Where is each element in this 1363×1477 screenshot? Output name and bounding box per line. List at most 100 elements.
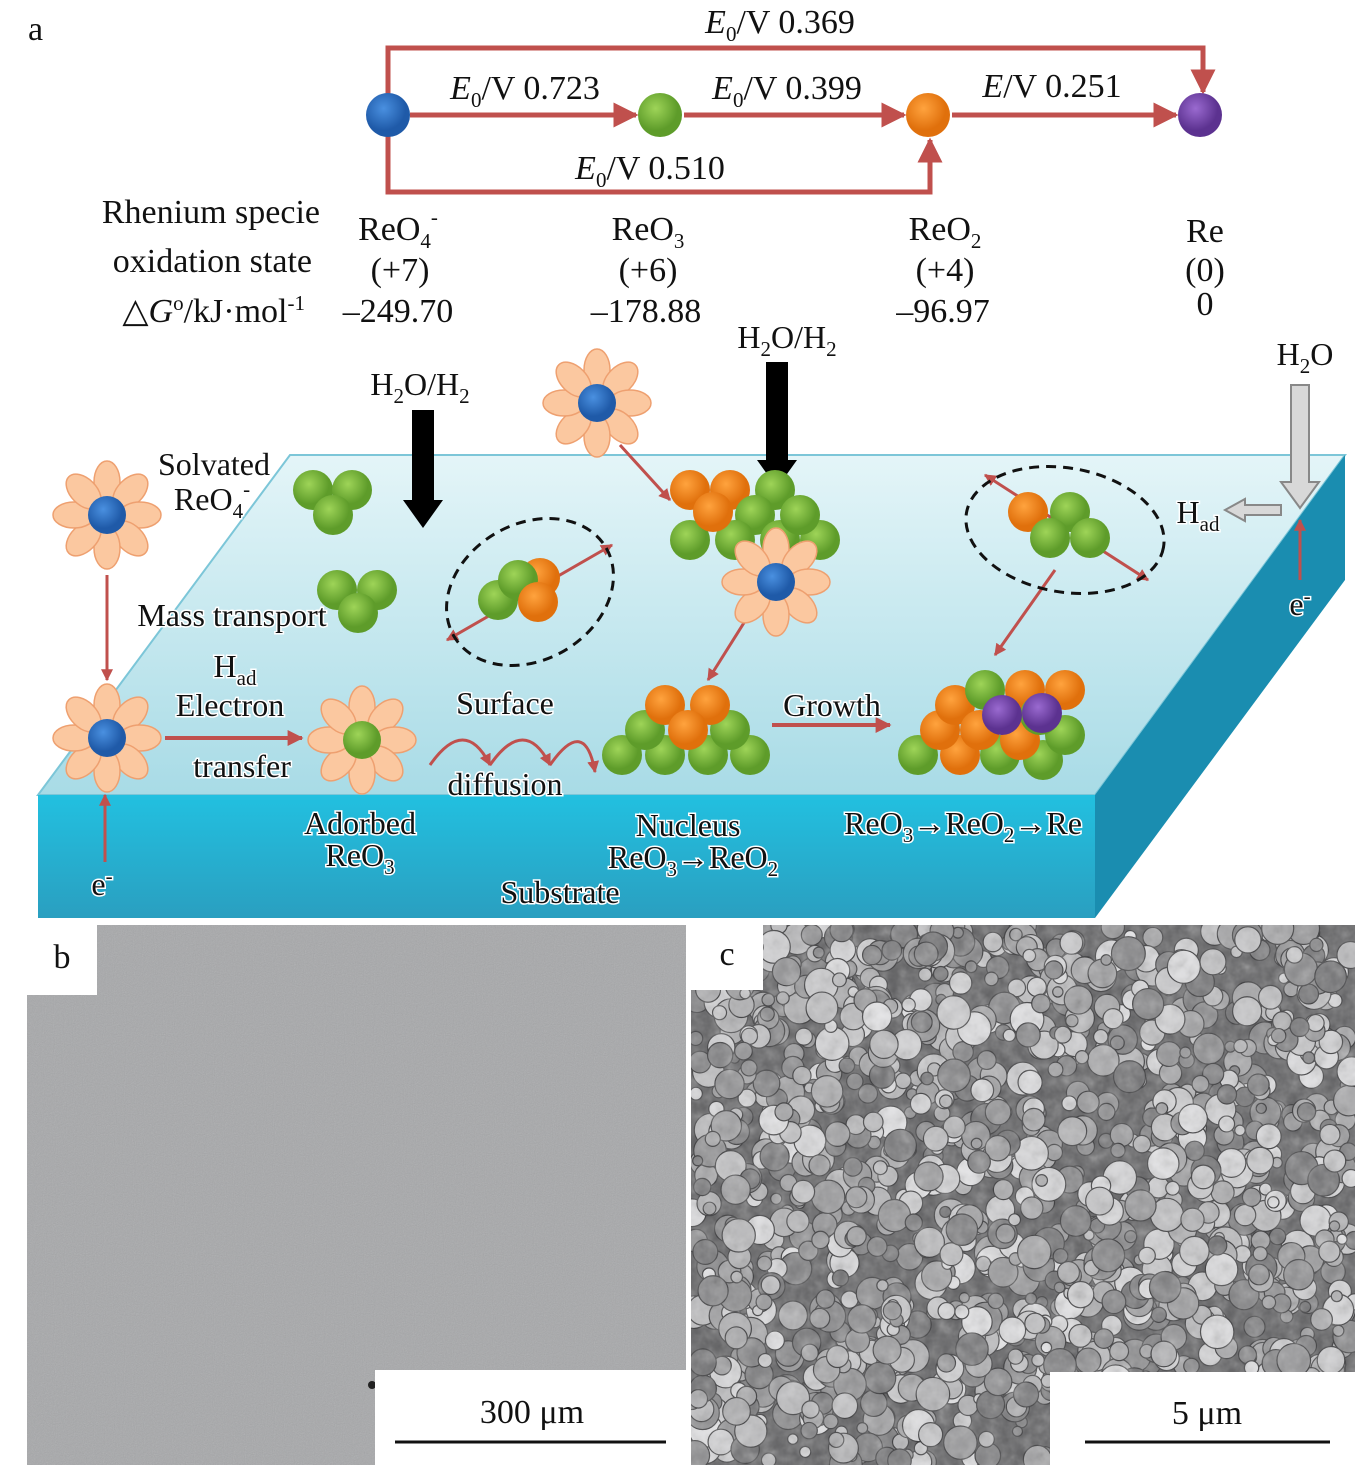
species-name: ReO2 <box>909 211 982 253</box>
scale-bar-box-c <box>1050 1372 1355 1465</box>
label-diffusion: diffusion <box>448 766 563 802</box>
label-h-ad-left: Had <box>214 648 257 690</box>
panel-label-b: b <box>54 939 71 976</box>
dust-speck <box>368 1381 376 1389</box>
label-solvated-species: ReO4- <box>174 477 250 523</box>
reo2-particle <box>935 685 975 725</box>
re-particle <box>1022 693 1062 733</box>
species-name: ReO3 <box>612 211 685 253</box>
re-node <box>1178 93 1222 137</box>
substrate-front-face <box>38 795 1095 918</box>
label-electron-left: e- <box>91 864 112 902</box>
reo3-particle <box>338 593 378 633</box>
pathway-arrows <box>385 45 1216 195</box>
re-particle <box>982 695 1022 735</box>
reo4-particle <box>578 384 616 422</box>
label-nucleus-reaction: ReO3→ReO2 <box>608 839 778 881</box>
panel-label-c: c <box>719 936 734 973</box>
label-h2o-h2-left: H2O/H2 <box>370 366 469 408</box>
panel-label-a: a <box>28 11 43 48</box>
potential-step1: E0/V 0.723 <box>449 70 600 112</box>
reo4-particle <box>757 563 795 601</box>
reo3-particle <box>1030 518 1070 558</box>
label-solvated: Solvated <box>158 446 270 482</box>
reo2-node <box>906 93 950 137</box>
oxidation-state: (+7) <box>371 252 430 289</box>
panel-label-c-box <box>691 925 763 990</box>
panel-c-micrograph: c 5 μm <box>691 925 1355 1465</box>
label-h2o-right: H2O <box>1277 336 1334 378</box>
label-transfer: transfer <box>193 748 291 784</box>
h-ad-arrow <box>1222 497 1282 523</box>
scheme-labels: H2O/H2 H2O/H2 H2O Solvated ReO4- Mass tr… <box>90 318 1335 912</box>
label-adsorbed-species: ReO3 <box>325 837 394 879</box>
deposit-arrow <box>993 569 1057 656</box>
label-electron: Electron <box>176 687 284 723</box>
reo4-particle <box>88 496 126 534</box>
hop-arrow-2 <box>488 738 552 767</box>
reo2-particle <box>668 710 708 750</box>
reo3-particle <box>780 495 820 535</box>
label-growth-reaction: ReO3→ReO2→Re <box>844 805 1082 847</box>
label-h-ad-right: Had <box>1177 494 1220 536</box>
adsorb-arrow <box>618 443 672 502</box>
potential-direct: E0/V 0.369 <box>704 4 855 46</box>
bypass-arrow-reo4-to-reo2 <box>385 115 943 195</box>
label-surface: Surface <box>456 685 554 721</box>
label-growth: Growth <box>783 687 881 723</box>
reagent-arrowhead-left <box>403 500 443 528</box>
column-reo2: ReO2 (+4) –96.97 <box>895 211 990 330</box>
label-substrate: Substrate <box>500 874 619 910</box>
water-arrow <box>1279 384 1321 510</box>
gibbs-energy: 0 <box>1197 286 1214 323</box>
column-re: Re (0) 0 <box>1185 213 1225 323</box>
potential-step2: E0/V 0.399 <box>711 70 862 112</box>
diffusion-ellipse-left <box>445 516 615 668</box>
label-h2o-h2-mid: H2O/H2 <box>737 319 836 361</box>
label-electron-right: e- <box>1289 584 1310 622</box>
panel-b-micrograph: b 300 μm <box>27 925 686 1465</box>
substrate-side-face <box>1095 455 1345 918</box>
scale-bar-box-b <box>375 1370 686 1465</box>
species-name: ReO4- <box>358 205 438 253</box>
solvated-ion <box>307 685 417 795</box>
direct-arrow-reo4-to-re <box>385 45 1216 115</box>
label-nucleus: Nucleus <box>636 807 741 843</box>
gibbs-energy: –249.70 <box>342 293 454 330</box>
potential-step3: E/V 0.251 <box>981 68 1121 105</box>
reo3-particle <box>313 495 353 535</box>
particles <box>52 348 1110 795</box>
panel-label-b-box <box>27 925 97 995</box>
oxidation-state: (+4) <box>916 252 975 289</box>
gibbs-energy: –178.88 <box>590 293 702 330</box>
diffusion-ellipse-right <box>964 465 1166 595</box>
solvated-ion <box>52 460 162 570</box>
row-label-oxidation: oxidation state <box>113 243 312 280</box>
hop-arrow-3 <box>548 740 600 774</box>
species-name: Re <box>1186 213 1224 250</box>
row-label-gibbs: △Go/kJ·mol-1 <box>122 291 305 330</box>
reo2-particle <box>518 582 558 622</box>
column-reo3: ReO3 (+6) –178.88 <box>590 211 702 330</box>
label-adsorbed: Adorbed <box>304 805 416 841</box>
reo3-particle <box>1070 518 1110 558</box>
solvated-ion <box>542 348 652 458</box>
solvated-ion <box>721 527 831 637</box>
reo3-particle <box>670 520 710 560</box>
solvated-ion <box>52 683 162 793</box>
oxidation-state: (+6) <box>619 252 678 289</box>
reo4-node <box>366 93 410 137</box>
gibbs-energy: –96.97 <box>895 293 990 330</box>
column-reo4: ReO4- (+7) –249.70 <box>342 205 454 330</box>
reo3-node <box>638 93 682 137</box>
label-mass-transport: Mass transport <box>137 597 326 633</box>
oxidation-state: (0) <box>1185 252 1225 289</box>
row-label-species: Rhenium specie <box>102 194 320 231</box>
reo3-particle <box>343 721 381 759</box>
reo2-particle <box>693 492 733 532</box>
hop-arrow-1 <box>428 738 492 767</box>
reo4-particle <box>88 719 126 757</box>
scale-bar-label-c: 5 μm <box>1172 1395 1242 1432</box>
potential-bypass: E0/V 0.510 <box>574 150 725 192</box>
